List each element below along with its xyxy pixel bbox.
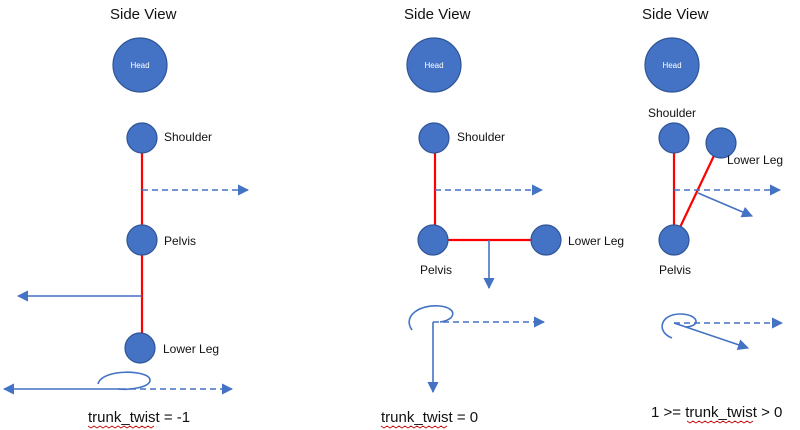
panel-1-lower-leg-joint bbox=[124, 332, 156, 364]
panel-3-caption-lower-bound: 1 >= bbox=[651, 404, 685, 421]
panel-1-head-joint bbox=[112, 37, 168, 93]
panel-3-caption-value: > 0 bbox=[757, 404, 782, 421]
panel-2-caption-variable: trunk_twist bbox=[381, 409, 454, 426]
panel-3-rotation-arc bbox=[661, 313, 697, 339]
panel-2-spellcheck-underline bbox=[380, 425, 448, 429]
panel-3-spellcheck-underline bbox=[686, 420, 754, 424]
panel-3-twisted-axis-arrow bbox=[673, 322, 750, 351]
panel-2-lower-leg-joint bbox=[530, 224, 562, 256]
panel-1-rotation-arc bbox=[97, 371, 151, 391]
panel-2-caption: trunk_twist = 0 bbox=[381, 409, 478, 426]
panel-3-head-joint bbox=[644, 37, 700, 93]
panel-3: Side View Head Shoulder Pelvis Lower Leg… bbox=[642, 6, 784, 424]
panel-1-caption-variable: trunk_twist bbox=[88, 409, 161, 426]
panel-1-caption-value: = -1 bbox=[160, 409, 190, 426]
panel-2-pelvis-joint bbox=[417, 224, 449, 256]
panel-3-lower-leg-label: Lower Leg bbox=[727, 153, 783, 167]
panel-2-caption-value: = 0 bbox=[453, 409, 478, 426]
panel-1-shoulder-label: Shoulder bbox=[164, 130, 212, 144]
panel-2-lower-leg-label: Lower Leg bbox=[568, 234, 624, 248]
panel-3-shoulder-label: Shoulder bbox=[648, 106, 696, 120]
panel-1-pelvis-label: Pelvis bbox=[164, 234, 196, 248]
panel-2-shoulder-joint bbox=[418, 122, 450, 154]
panel-3-shoulder-joint bbox=[658, 122, 690, 154]
panel-2-pelvis-label: Pelvis bbox=[420, 263, 452, 277]
panel-3-lower-leg-joint bbox=[705, 127, 737, 159]
panel-1-caption: trunk_twist = -1 bbox=[88, 409, 190, 426]
panel-3-pelvis-axis-arrow bbox=[697, 192, 754, 218]
panel-2-head-joint bbox=[406, 37, 462, 93]
panel-3-caption-variable: trunk_twist bbox=[685, 404, 758, 421]
panel-2-title: Side View bbox=[404, 6, 471, 23]
panel-1-head-label: Head bbox=[130, 61, 149, 70]
panel-1-pelvis-joint bbox=[126, 224, 158, 256]
panel-2: Side View Head Shoulder Pelvis Lower Leg… bbox=[380, 6, 624, 429]
panel-2-head-label: Head bbox=[424, 61, 443, 70]
panel-2-shoulder-label: Shoulder bbox=[457, 130, 505, 144]
panel-1-spellcheck-underline bbox=[87, 425, 155, 429]
panel-3-pelvis-label: Pelvis bbox=[659, 263, 691, 277]
panel-1-title: Side View bbox=[110, 6, 177, 23]
panel-3-leg-segment bbox=[673, 142, 721, 241]
panel-1-shoulder-joint bbox=[126, 122, 158, 154]
panel-1: Side View Head Shoulder Pelvis Lower Leg… bbox=[2, 6, 250, 429]
panel-1-lower-leg-label: Lower Leg bbox=[163, 342, 219, 356]
panel-3-caption: 1 >= trunk_twist > 0 bbox=[651, 404, 782, 421]
panel-2-rotation-arc bbox=[408, 305, 454, 331]
panel-3-title: Side View bbox=[642, 6, 709, 23]
panel-3-pelvis-joint bbox=[658, 224, 690, 256]
panel-3-head-label: Head bbox=[662, 61, 681, 70]
